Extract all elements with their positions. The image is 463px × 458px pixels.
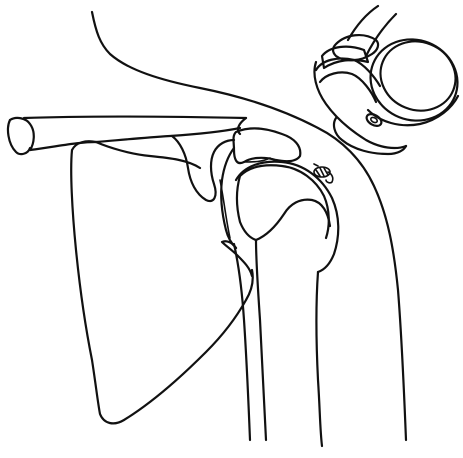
- target-marker: [314, 164, 333, 183]
- humeral-shaft: [234, 240, 322, 446]
- acromion: [234, 118, 301, 163]
- ultrasound-probe: [314, 6, 463, 154]
- clavicle: [8, 117, 246, 155]
- body-contour: [92, 12, 406, 440]
- humeral-head: [236, 162, 338, 272]
- scapula: [71, 141, 253, 423]
